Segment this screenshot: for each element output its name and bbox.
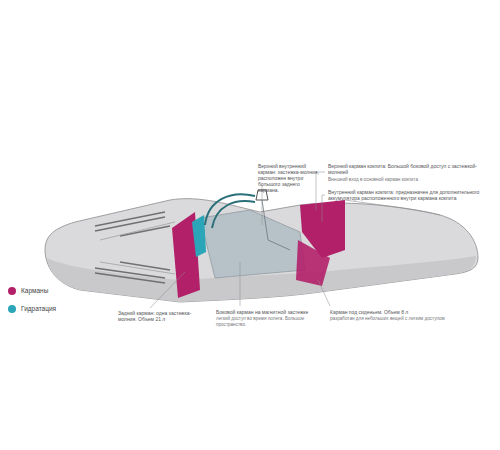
callout-text: Верхний внутренний карман: застежка-молн… (258, 163, 320, 193)
callout-text: Верхний карман кокпита: Большой боковой … (328, 163, 478, 175)
callout-text: разработан для небольших вещей с легким … (330, 316, 480, 322)
legend-text: Гидратация (21, 305, 56, 313)
legend-swatch (8, 287, 16, 295)
legend-row: Карманы (8, 287, 48, 295)
callout-text: Боковой карман на магнитной застежке (216, 309, 321, 315)
callout-text: Карман под сиденьем. Объем 8 л (330, 309, 470, 315)
legend-swatch (8, 305, 16, 313)
callout-text: легкий доступ во время полета. Большое п… (216, 316, 321, 327)
callout-text: Задний карман: одна застежка-молния. Объ… (118, 310, 208, 322)
legend-row: Гидратация (8, 305, 56, 313)
callout-text: Внешний вход в основной карман кокпита (328, 177, 478, 183)
legend-text: Карманы (21, 287, 48, 295)
callout-text: Внутренний карман кокпита: предназначен … (328, 189, 488, 201)
